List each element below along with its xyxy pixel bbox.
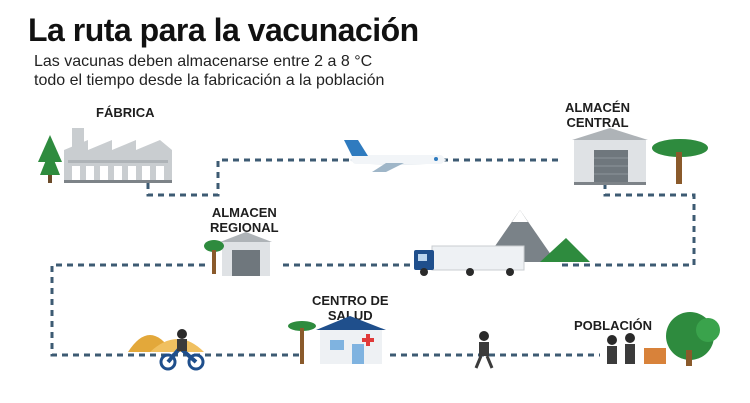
health-center-label: CENTRO DE SALUD xyxy=(312,293,389,323)
central-warehouse-icon xyxy=(572,128,708,185)
truck-icon xyxy=(414,245,525,276)
regional-warehouse-icon xyxy=(204,232,272,276)
central-warehouse-label: ALMACÉN CENTRAL xyxy=(565,100,630,130)
route-line xyxy=(50,158,696,357)
regional-warehouse-label-line1: ALMACEN xyxy=(211,205,277,220)
health-center-icon xyxy=(288,316,386,364)
central-warehouse-label-line2: CENTRAL xyxy=(566,115,629,130)
walking-person-icon xyxy=(474,331,494,369)
health-center-label-line1: CENTRO DE xyxy=(312,293,389,308)
airplane-icon xyxy=(344,140,446,172)
population-label: POBLACIÓN xyxy=(574,318,652,333)
page-title: La ruta para la vacunación xyxy=(28,12,419,48)
health-center-label-line2: SALUD xyxy=(327,308,373,323)
population-icon xyxy=(607,312,720,366)
central-warehouse-label-line1: ALMACÉN xyxy=(565,100,630,115)
subtitle-line-2: todo el tiempo desde la fabricación a la… xyxy=(34,72,385,89)
subtitle: Las vacunas deben almacenarse entre 2 a … xyxy=(34,52,384,90)
motorcycle-icon xyxy=(128,329,205,371)
subtitle-line-1: Las vacunas deben almacenarse entre 2 a … xyxy=(34,53,373,70)
regional-warehouse-label-line2: REGIONAL xyxy=(210,220,279,235)
factory-label: FÁBRICA xyxy=(96,105,155,120)
regional-warehouse-label: ALMACEN REGIONAL xyxy=(210,205,279,235)
factory-icon xyxy=(38,128,172,183)
